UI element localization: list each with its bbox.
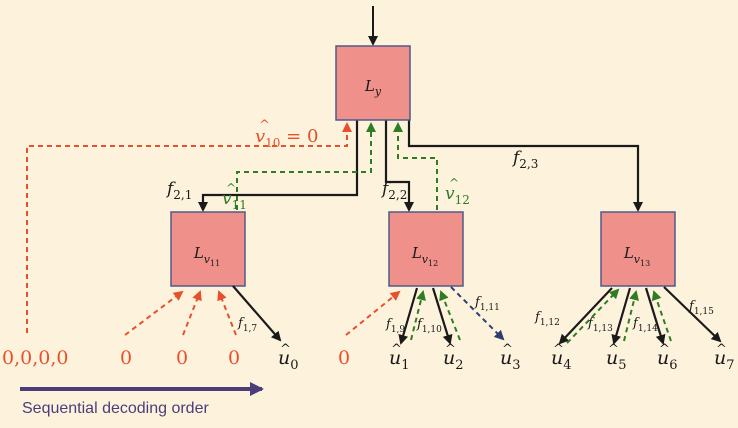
edge-f23 [407, 120, 643, 212]
edge-f111-arrow [450, 286, 505, 341]
svg-text:Ly: Ly [364, 77, 382, 98]
edge-label-f114: f1,14 [632, 316, 658, 334]
output-u5: u5 [606, 347, 627, 373]
node-root-main: L [364, 77, 375, 95]
output-u1-hat: ^ [391, 342, 402, 357]
zero-input-b: 0 [176, 347, 188, 369]
edge-f19-arrow [398, 287, 419, 345]
edge-f110-arrow [431, 287, 453, 345]
edge-label-f17: f1,7 [237, 316, 257, 334]
input-arrow-v11-a [124, 290, 184, 336]
svg-text:v12: v12 [445, 184, 470, 207]
message-v10-arrow [26, 122, 352, 333]
zero-input-c: 0 [228, 347, 240, 369]
edge-f112-arrow [558, 287, 613, 345]
edge-f113-arrow [611, 287, 632, 345]
frozen-block-label: 0,0,0,0 [2, 347, 68, 369]
node-v13: Lv13 [600, 211, 676, 287]
input-arrow-v11-b [182, 290, 202, 336]
output-u4-hat: ^ [553, 342, 564, 357]
output-u1: u1 [389, 347, 410, 373]
edge-label-f22: f2,2 [380, 179, 407, 202]
message-label-v11: v11 ^ [222, 181, 247, 212]
output-u3-hat: ^ [502, 342, 513, 357]
output-u0: u0 [278, 347, 299, 373]
edge-label-f110: f1,10 [416, 317, 442, 335]
edge-f115-arrow [663, 286, 722, 343]
output-u3: u3 [500, 347, 521, 373]
svg-text:v10 = 0: v10 = 0 [255, 126, 318, 150]
output-u4: u4 [551, 347, 572, 373]
edge-f17-arrow [232, 285, 282, 342]
svg-text:Lv13: Lv13 [623, 244, 650, 268]
edge-f21 [198, 120, 359, 212]
output-u0-hat: ^ [280, 342, 291, 357]
node-root-sub: y [374, 85, 382, 98]
zero-input-a: 0 [120, 347, 132, 369]
message-label-v12: v12 ^ [445, 176, 470, 207]
feedback-u4-arrow [566, 288, 620, 344]
message-v12-arrow [393, 122, 438, 210]
edge-label-f111: f1,11 [474, 295, 500, 313]
input-arrow-v11-c [217, 290, 237, 336]
node-root: Ly [335, 45, 411, 121]
node-v11: Lv11 [170, 211, 246, 287]
edge-f22 [384, 120, 414, 212]
message-v11-arrow [236, 122, 376, 210]
edge-label-f112: f1,12 [534, 310, 560, 328]
zero-input-d: 0 [338, 347, 350, 369]
svg-text:Lv12: Lv12 [411, 244, 438, 268]
input-arrow-v12-a [345, 290, 401, 336]
edge-label-f115: f1,15 [688, 299, 714, 317]
edge-label-f23: f2,3 [511, 148, 538, 171]
output-u7: u7 [714, 347, 735, 373]
svg-text:^: ^ [449, 176, 459, 190]
output-u6-hat: ^ [659, 342, 670, 357]
svg-text:^: ^ [226, 181, 236, 195]
message-label-v10: v10 = 0 ^ [255, 118, 318, 150]
svg-text:^: ^ [259, 118, 270, 133]
output-u5-hat: ^ [608, 342, 619, 357]
edge-label-f113: f1,13 [587, 316, 613, 334]
output-u6: u6 [657, 347, 678, 373]
node-v12: Lv12 [388, 211, 464, 287]
output-u2: u2 [443, 347, 464, 373]
edge-label-f21: f2,1 [165, 179, 192, 202]
svg-text:Lv11: Lv11 [193, 244, 220, 268]
edge-label-f19: f1,9 [385, 317, 405, 335]
decoding-order-label: Sequential decoding order [22, 400, 209, 417]
svg-text:v11: v11 [222, 189, 247, 212]
edge-f114-arrow [644, 287, 666, 345]
output-u7-hat: ^ [716, 342, 727, 357]
output-u2-hat: ^ [445, 342, 456, 357]
